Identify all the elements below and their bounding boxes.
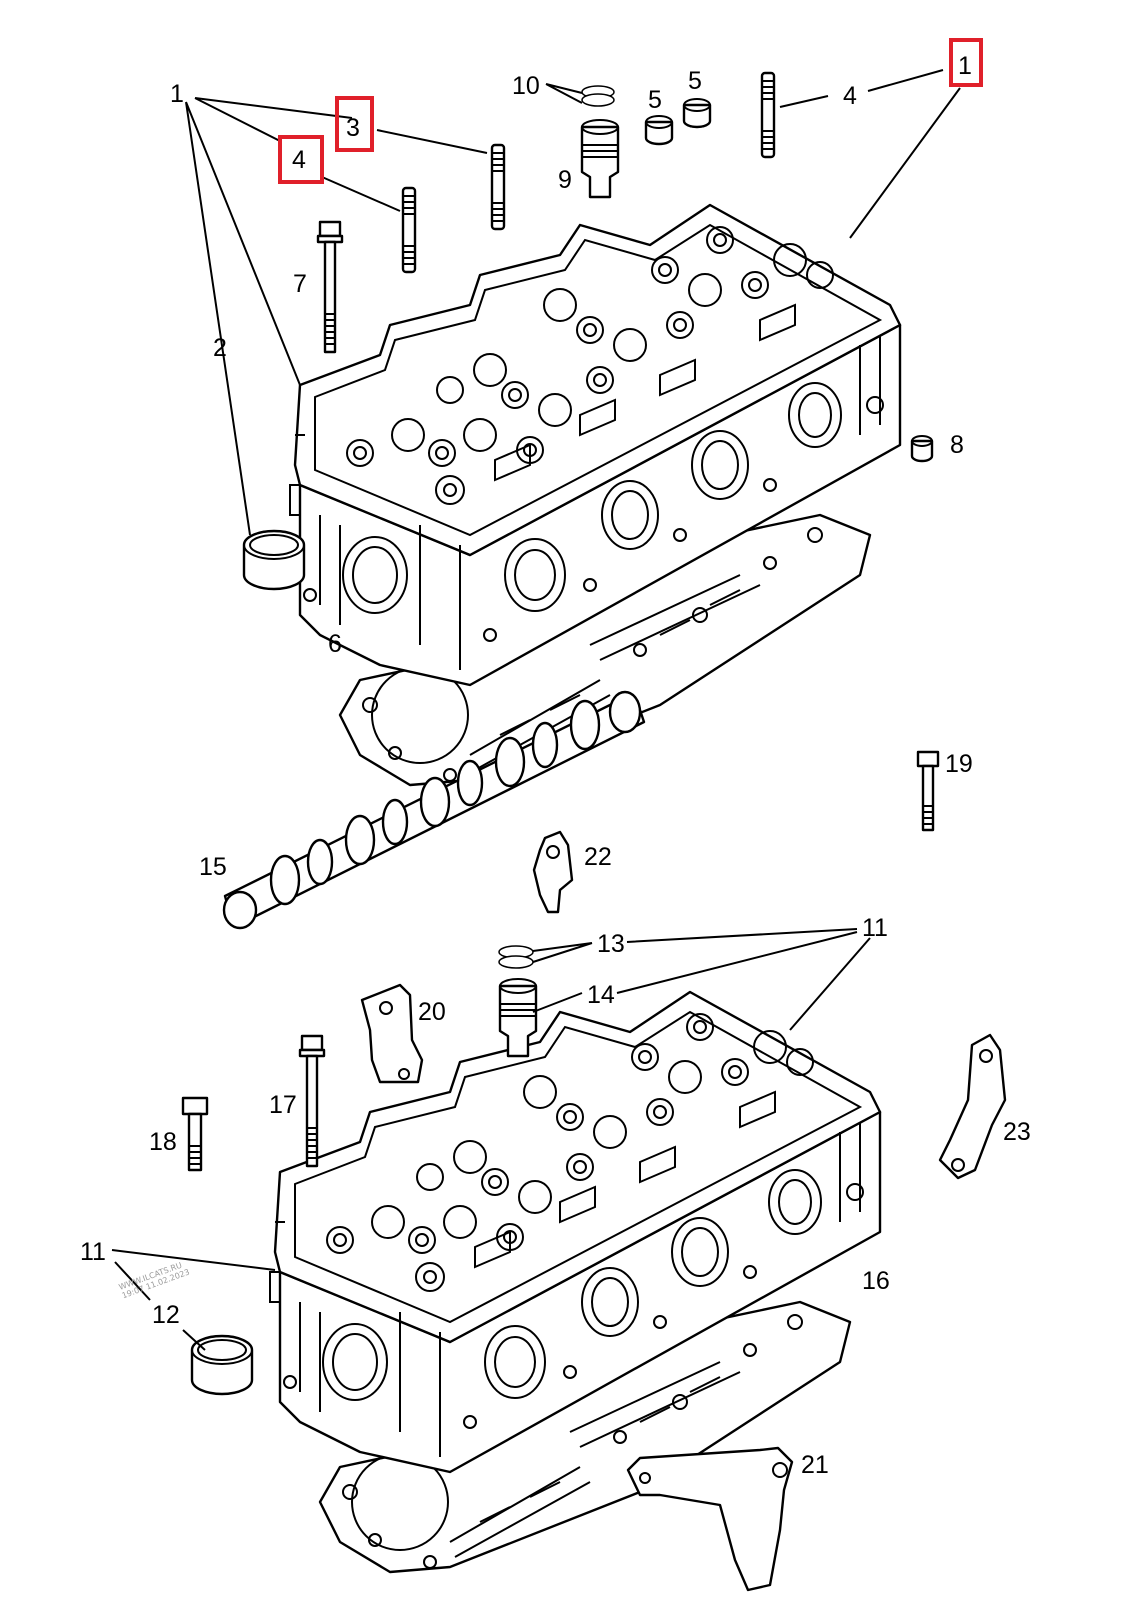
stud-4-right — [760, 71, 776, 159]
callout-6: 6 — [328, 630, 342, 658]
callout-highlights — [278, 38, 983, 184]
dowel-8 — [910, 435, 934, 463]
callout-14: 14 — [587, 981, 615, 1009]
callout-19: 19 — [945, 750, 973, 778]
callout-23: 23 — [1003, 1118, 1031, 1146]
o-rings-10 — [581, 85, 615, 107]
stud-4-left — [401, 186, 417, 274]
callout-18: 18 — [149, 1128, 177, 1156]
callout-2: 2 — [213, 334, 227, 362]
leader-lines-upper — [185, 69, 961, 536]
callout-4-right: 4 — [843, 82, 857, 110]
callout-21: 21 — [801, 1451, 829, 1479]
callout-15: 15 — [199, 853, 227, 881]
callout-22: 22 — [584, 843, 612, 871]
bracket-20 — [360, 983, 424, 1084]
cylinder-head-bolt-7 — [316, 220, 344, 354]
callout-5-right: 5 — [688, 67, 702, 95]
valve-stem-seal-5-left — [644, 115, 674, 146]
callout-11-left: 11 — [80, 1238, 106, 1266]
callout-labels: 1 1 2 3 4 4 5 5 6 7 8 9 10 11 11 12 13 1… — [80, 52, 1031, 1479]
callout-12: 12 — [152, 1301, 180, 1329]
watermark: WWW.ILCATS.RU 19:07 11.02.2023 — [118, 1261, 191, 1301]
callout-7: 7 — [293, 270, 307, 298]
cylinder-head-lower — [268, 990, 882, 1574]
camshaft-15 — [222, 690, 646, 930]
o-rings-13 — [498, 945, 534, 969]
valve-stem-seal-5-right — [682, 98, 712, 129]
callout-8: 8 — [950, 431, 964, 459]
callout-4-left: 4 — [292, 146, 306, 174]
cylinder-head-bolt-17 — [298, 1034, 326, 1168]
highlight-box-1 — [949, 38, 983, 87]
seal-ring-2 — [242, 529, 306, 591]
callout-1-top-left: 1 — [170, 80, 184, 108]
callout-17: 17 — [269, 1091, 297, 1119]
bolt-18 — [181, 1096, 209, 1172]
cylinder-head-upper — [288, 203, 902, 787]
callout-1-top-right: 1 — [958, 52, 972, 80]
bracket-23 — [938, 1033, 1007, 1180]
callout-3: 3 — [346, 114, 360, 142]
bracket-22 — [532, 830, 574, 914]
callout-20: 20 — [418, 998, 446, 1026]
bolt-19 — [916, 750, 940, 832]
injector-sleeve-9 — [580, 118, 620, 199]
stud-3 — [490, 143, 506, 231]
callout-13: 13 — [597, 930, 625, 958]
seal-ring-12 — [190, 1334, 254, 1396]
bracket-21 — [626, 1446, 794, 1592]
callout-5-left: 5 — [648, 86, 662, 114]
callout-11-right: 11 — [862, 914, 888, 942]
callout-16: 16 — [862, 1267, 890, 1295]
callout-10: 10 — [512, 72, 540, 100]
highlight-box-4 — [278, 135, 324, 184]
callout-9: 9 — [558, 166, 572, 194]
leader-lines-lower — [111, 928, 871, 1351]
highlight-box-3 — [335, 96, 374, 152]
